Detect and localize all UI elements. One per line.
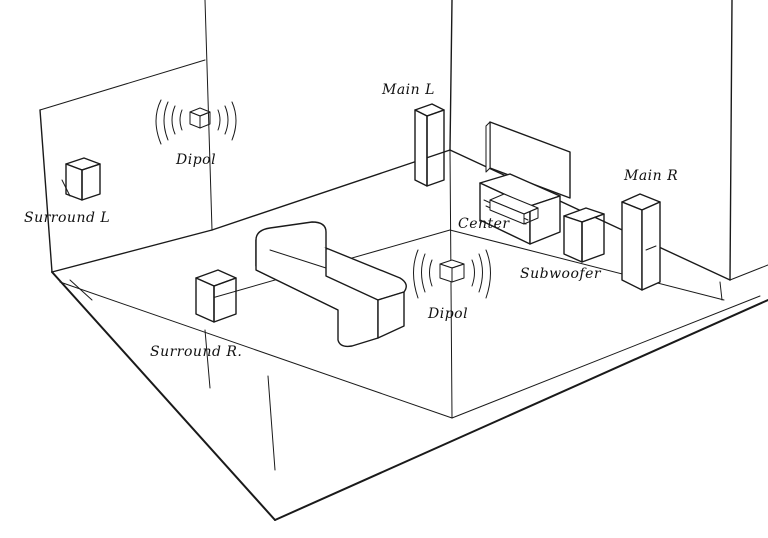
label-surround-r: Surround R. xyxy=(150,344,242,360)
surround-r-speaker xyxy=(195,269,237,323)
subwoofer xyxy=(563,207,605,263)
label-main-l: Main L xyxy=(381,82,435,98)
dipol-front-speaker xyxy=(413,249,491,299)
label-surround-l: Surround L xyxy=(24,210,110,226)
label-center: Center xyxy=(458,216,510,232)
label-dipol-front: Dipol xyxy=(427,306,468,322)
main-l-speaker xyxy=(414,103,445,187)
surround-l-speaker xyxy=(61,157,101,201)
label-subwoofer: Subwoofer xyxy=(520,266,602,282)
dipol-back-speaker xyxy=(155,99,237,145)
tv xyxy=(485,121,571,199)
main-r-speaker xyxy=(621,193,661,291)
sofa xyxy=(255,221,407,348)
label-main-r: Main R xyxy=(623,168,678,184)
label-dipol-back: Dipol xyxy=(175,152,216,168)
room-outline xyxy=(39,0,768,521)
center-speaker xyxy=(489,193,539,225)
